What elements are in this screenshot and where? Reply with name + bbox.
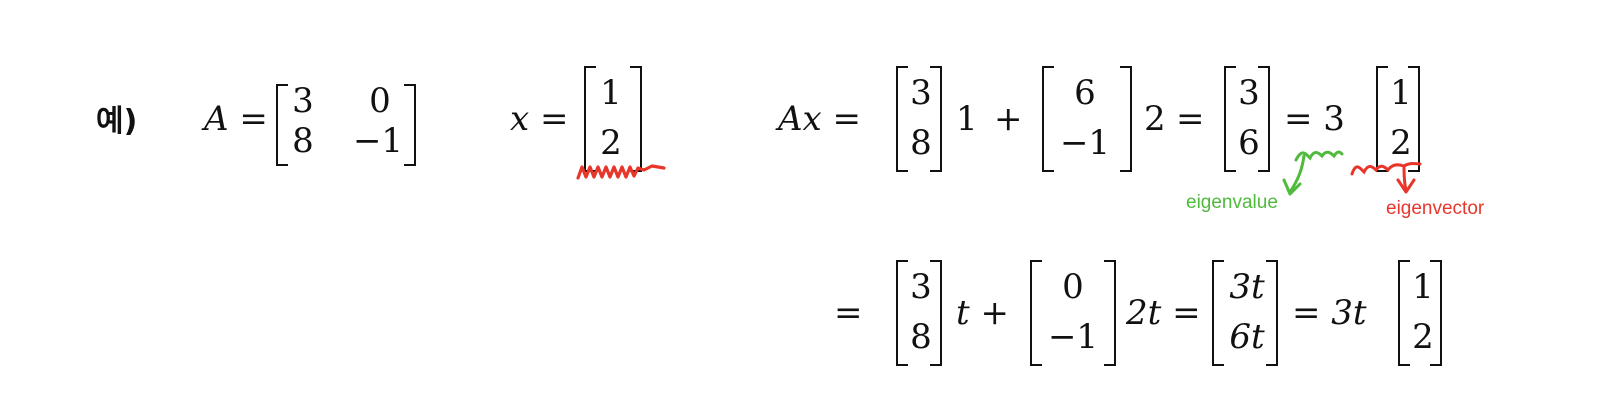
vector-entry: 2 — [1390, 123, 1412, 163]
vector-entry: 3t — [1229, 267, 1265, 307]
vector-entry: 1 — [1390, 73, 1412, 113]
bracket — [1030, 260, 1042, 366]
matrix-a-left-bracket — [276, 84, 288, 166]
bracket — [1042, 66, 1054, 172]
ax-lhs: Ax = — [778, 99, 862, 139]
vector-entry: 6t — [1229, 317, 1265, 357]
scalar: 1 — [956, 99, 978, 139]
red-squiggle-underline — [1350, 162, 1422, 176]
eigenvector-label: eigenvector — [1386, 198, 1485, 219]
vector-entry: 1 — [1412, 267, 1434, 307]
scalar: 2 — [1144, 99, 1166, 139]
matrix-a-lhs: A = — [204, 99, 268, 139]
plus-sign: + — [994, 99, 1023, 139]
green-squiggle-underline — [1294, 150, 1344, 162]
bracket — [896, 66, 908, 172]
vector-entry: 3 — [910, 267, 932, 307]
vector-entry: 6 — [1074, 73, 1096, 113]
matrix-a-cell: −1 — [352, 121, 404, 161]
bracket — [1266, 260, 1278, 366]
bracket — [1408, 66, 1420, 172]
scalar: 2t = — [1126, 293, 1201, 333]
vector-entry: 3 — [1238, 73, 1260, 113]
vector-entry: −1 — [1047, 317, 1099, 357]
vector-x-entry: 2 — [600, 123, 622, 163]
bracket — [1398, 260, 1410, 366]
eigenvalue-factor: = 3t — [1292, 293, 1367, 333]
matrix-a-cell: 0 — [369, 81, 391, 121]
matrix-a-cell: 8 — [292, 121, 314, 161]
vector-entry: 3 — [910, 73, 932, 113]
equals-sign: = — [1176, 99, 1205, 139]
green-arrow — [1288, 154, 1306, 194]
bracket — [1430, 260, 1442, 366]
vector-entry: 6 — [1238, 123, 1260, 163]
bracket — [1376, 66, 1388, 172]
bracket — [1258, 66, 1270, 172]
equals-sign: = — [834, 293, 863, 333]
vector-entry: 8 — [910, 317, 932, 357]
red-arrowhead — [1396, 178, 1416, 194]
vector-x-entry: 1 — [600, 73, 622, 113]
bracket — [930, 260, 942, 366]
vector-entry: 2 — [1412, 317, 1434, 357]
vector-x-lhs: x = — [510, 99, 569, 139]
bracket — [1224, 66, 1236, 172]
bracket — [1104, 260, 1116, 366]
vector-entry: 0 — [1062, 267, 1084, 307]
scalar: t + — [956, 293, 1009, 333]
bracket — [1212, 260, 1224, 366]
eigenvalue-factor: = 3 — [1284, 99, 1345, 139]
bracket — [1120, 66, 1132, 172]
bracket — [896, 260, 908, 366]
bracket — [930, 66, 942, 172]
example-label: 예) — [96, 104, 138, 139]
red-arrow — [1402, 164, 1408, 192]
vector-entry: 8 — [910, 123, 932, 163]
matrix-a-right-bracket — [404, 84, 416, 166]
red-squiggle-underline — [576, 164, 666, 180]
green-arrowhead — [1282, 178, 1302, 196]
matrix-a-cell: 3 — [292, 81, 314, 121]
vector-entry: −1 — [1059, 123, 1111, 163]
eigenvalue-label: eigenvalue — [1186, 192, 1278, 213]
